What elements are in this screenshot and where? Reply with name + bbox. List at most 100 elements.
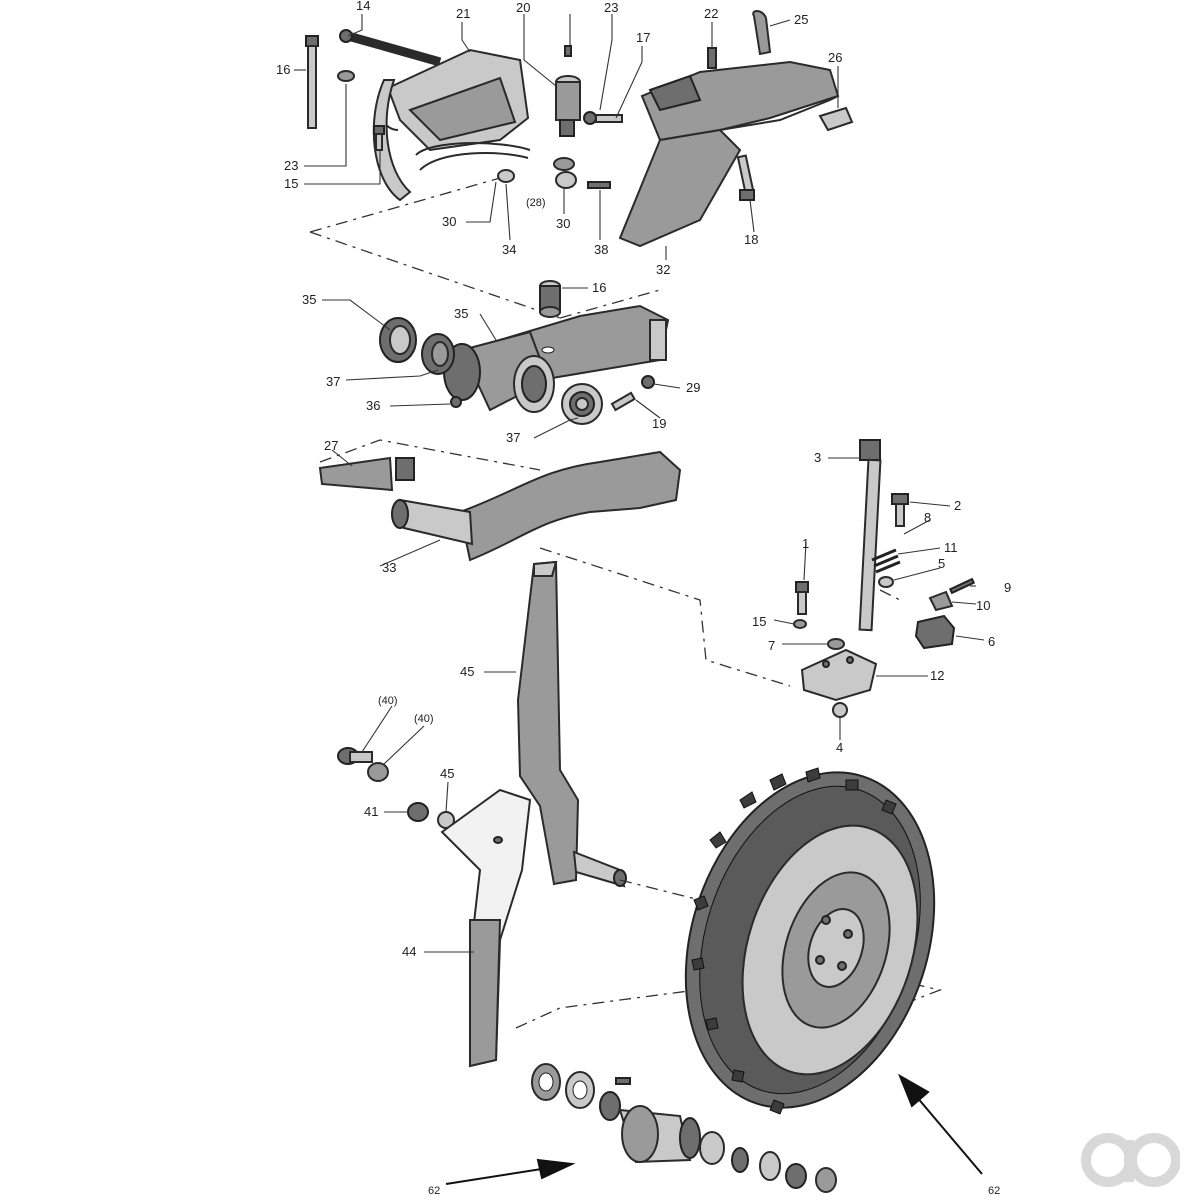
label-41: 41 <box>364 804 378 819</box>
label-6: 6 <box>988 634 995 649</box>
handle-25 <box>752 10 772 56</box>
label-10: 10 <box>976 598 990 613</box>
washer <box>337 70 355 82</box>
pin-20 <box>555 75 581 137</box>
arrow-62-left <box>445 1158 576 1185</box>
seal-35 <box>379 317 417 363</box>
bracket-21 <box>372 48 531 202</box>
label-33: 33 <box>382 560 396 575</box>
label-38a: 38 <box>594 242 608 257</box>
nut-5 <box>878 576 894 588</box>
label-16a: 16 <box>276 62 290 77</box>
nut-40 <box>367 762 389 782</box>
screw <box>564 45 572 57</box>
label-19: 19 <box>652 416 666 431</box>
label-8: 8 <box>924 510 931 525</box>
label-34: 34 <box>502 242 516 257</box>
bearing-37-left <box>421 333 455 375</box>
label-30b: 30 <box>556 216 570 231</box>
label-21: 21 <box>456 6 470 21</box>
nut-7 <box>827 638 845 650</box>
part-labels: 14 21 20 23 17 22 25 26 16 23 15 30 34 (… <box>276 0 1011 1197</box>
label-62a: 62 <box>428 1185 440 1197</box>
label-38b: 36 <box>366 398 380 413</box>
label-2: 2 <box>954 498 961 513</box>
bolt-2 <box>891 493 909 527</box>
bolt-17 <box>583 111 623 125</box>
bolt-23 <box>373 125 385 151</box>
leg-45 <box>516 560 627 888</box>
tire-tread <box>691 767 897 1115</box>
plate-27 <box>318 456 394 492</box>
leader-lines <box>294 14 985 953</box>
bolt-16 <box>305 35 319 129</box>
hub-assembly <box>531 1063 837 1193</box>
label-7: 7 <box>768 638 775 653</box>
label-36: 35 <box>454 306 468 321</box>
label-45b: 45 <box>440 766 454 781</box>
label-29: 29 <box>686 380 700 395</box>
label-20: 20 <box>516 0 530 15</box>
label-4: 4 <box>836 740 843 755</box>
label-37b: 37 <box>506 430 520 445</box>
label-40a: (40) <box>378 695 398 707</box>
rod-14 <box>339 29 442 67</box>
watermark-logo <box>1081 1133 1180 1187</box>
label-16b: 16 <box>592 280 606 295</box>
label-5: 5 <box>938 556 945 571</box>
label-62b: 62 <box>988 1185 1000 1197</box>
wheel-tire <box>684 771 936 1109</box>
label-23b: 23 <box>284 158 298 173</box>
label-22: 22 <box>704 6 718 21</box>
pin-38 <box>587 181 611 189</box>
clip-10 <box>928 590 954 612</box>
label-15a: 15 <box>284 176 298 191</box>
label-3: 3 <box>814 450 821 465</box>
washer-15 <box>793 619 807 629</box>
label-37a: 37 <box>326 374 340 389</box>
label-23a: 23 <box>604 0 618 15</box>
label-18: 18 <box>744 232 758 247</box>
pin-22 <box>707 47 717 69</box>
nut-41 <box>407 802 429 822</box>
label-28: (28) <box>526 197 546 209</box>
label-17: 17 <box>636 30 650 45</box>
label-26: 26 <box>828 50 842 65</box>
nut-28 <box>553 157 575 171</box>
block-6 <box>914 614 956 650</box>
label-25: 25 <box>794 12 808 27</box>
label-15b: 15 <box>752 614 766 629</box>
nut-4 <box>832 702 848 718</box>
dashed-guide-middle <box>319 439 541 471</box>
label-1: 1 <box>802 536 809 551</box>
bolt-19 <box>610 391 636 412</box>
label-14: 14 <box>356 0 370 13</box>
label-32: 32 <box>656 262 670 277</box>
label-11: 11 <box>944 540 958 555</box>
nut-30 <box>555 171 577 189</box>
label-44: 44 <box>402 944 416 959</box>
label-27: 27 <box>324 438 338 453</box>
housing-32 <box>618 60 840 248</box>
arrow-62-right <box>898 1073 983 1175</box>
label-12: 12 <box>930 668 944 683</box>
label-40b: (40) <box>414 713 434 725</box>
arm-33 <box>391 450 682 562</box>
long-bolt-3 <box>858 439 882 632</box>
label-35a: 35 <box>302 292 316 307</box>
plate-26 <box>818 106 854 132</box>
pin-29 <box>641 375 655 389</box>
label-9: 9 <box>1004 580 1011 595</box>
bearing-37-right <box>561 383 603 425</box>
scraper-44 <box>440 788 532 1068</box>
grease-nipple-38 <box>450 396 462 408</box>
plate-12 <box>800 648 878 702</box>
swing-arm-36 <box>443 304 670 413</box>
nut-30b <box>497 169 515 183</box>
dashed-guide-top <box>309 177 661 319</box>
spring-11 <box>871 548 901 574</box>
bolt-1 <box>795 581 809 615</box>
bolt-18 <box>736 154 756 201</box>
bolt-40 <box>337 747 373 765</box>
